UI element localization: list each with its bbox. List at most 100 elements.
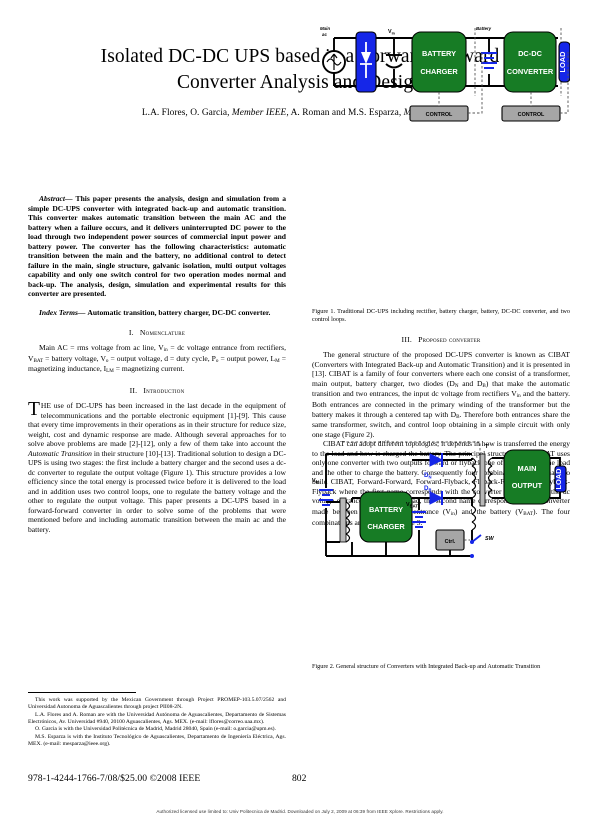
abstract-paragraph: Abstract— This paper presents the analys… (28, 194, 286, 299)
sub-vo: o (105, 357, 109, 364)
fig2-secondary-coil-core (339, 497, 347, 543)
abstract-body: This paper presents the analysis, design… (28, 194, 286, 299)
nomenclature-text-f: = magnetizing inductance, I (28, 353, 286, 374)
footnote-funding: This work was supported by the Mexican G… (28, 697, 286, 711)
sub-dn: N (454, 382, 459, 389)
fig2-sw-label: SW (485, 536, 495, 542)
transformer-primary-coil-icon (471, 457, 477, 531)
section-heading-nomenclature: I.Nomenclature (28, 328, 286, 338)
introduction-paragraph: THE use of DC-UPS has been increased in … (28, 398, 286, 534)
ac-arrow-icon (330, 53, 338, 70)
fig2-output-wires (492, 457, 561, 499)
sub-lm: M (275, 357, 280, 364)
section-number-3: III. (401, 335, 413, 345)
dcdc-converter-block (503, 31, 557, 93)
fig1-battery-label: Battery (476, 26, 492, 31)
sub-ilm: LM (106, 368, 114, 375)
member-ieee-1: Member IEEE (231, 108, 287, 119)
fig2-bc-leads (352, 497, 387, 556)
load-label-fig1: LOAD (558, 51, 567, 73)
transformer-core (479, 453, 486, 507)
nomenclature-paragraph: Main AC = rms voltage from ac line, Vin … (28, 343, 286, 375)
control-label-1: CONTROL (426, 112, 453, 118)
sub-vin-4: in (450, 511, 455, 518)
fig2-bc-label-1: BATTERY (369, 505, 403, 514)
nomenclature-text-a: Main AC = rms voltage from ac line, V (39, 343, 164, 353)
proposed-p1-b: and D (458, 378, 483, 388)
proposed-p1-a: The general structure of the proposed DC… (312, 350, 570, 388)
fig2-left-coil-leads (326, 498, 353, 556)
nomenclature-text-d: = output voltage, d = duty cycle, P (108, 353, 216, 363)
nomenclature-text-g: = magnetizing current. (113, 364, 185, 374)
figure2: Vin DN DB BATTERY CHARGER (312, 436, 570, 564)
transformer-secondary-coil-icon (487, 457, 493, 499)
section-number-1: I. (128, 328, 134, 338)
figure1-diagram: Main ac Vin BATTERY CHARGER (320, 26, 570, 122)
authors-part-1: L.A. Flores, O. Garcia, (141, 108, 232, 119)
load-block-fig2 (554, 465, 567, 493)
main-output-label-2: OUTPUT (512, 481, 543, 490)
db-diode-icon (429, 491, 444, 505)
footnote-author-2: O. Garcia is with the Universidad Polité… (35, 726, 276, 733)
battery-charger-label-1: BATTERY (422, 49, 456, 58)
footer-license-notice: Authorized licensed use limited to: Univ… (156, 809, 444, 814)
sub-db: B (482, 382, 486, 389)
battery-symbol-icon (481, 52, 497, 69)
figure2-caption: Figure 2. General structure of Converter… (312, 663, 541, 671)
fig1-vin-label: Vin (388, 29, 396, 35)
dn-diode-icon (429, 453, 444, 467)
diode-bar-icon (360, 42, 372, 78)
proposed-paragraph-1: The general structure of the proposed DC… (312, 350, 570, 439)
section-title-3: Proposed converter (418, 335, 481, 345)
sub-po: o (215, 357, 219, 364)
figure1-spacer (312, 194, 570, 302)
intro-text-a: HE use of DC-UPS has been increased in t… (28, 400, 286, 449)
figure1-caption: Figure 1. Traditional DC-UPS including r… (312, 308, 570, 324)
load-block-fig1 (558, 41, 570, 83)
fig1-feedback-lines (438, 52, 569, 114)
right-column: Figure 1. Traditional DC-UPS including r… (312, 194, 570, 671)
dcdc-label-1: DC-DC (518, 49, 542, 58)
section-title-2: Introduction (143, 386, 185, 396)
dcdc-label-2: CONVERTER (507, 67, 554, 76)
paper-page: Isolated DC-DC UPS based in a Forward-Fo… (0, 26, 600, 820)
battery-charger-block-fig2 (359, 491, 413, 543)
fig2-vin-label: Vin (312, 478, 320, 485)
sub-vin: in (163, 347, 168, 354)
nomenclature-text-b: = dc voltage entrance from rectifiers, V (28, 343, 286, 363)
authors-part-2: , A. Roman and M.S. Esparza, (286, 108, 404, 119)
sub-vbat-2: BAT (523, 511, 533, 518)
footnote-author-1: L.A. Flores and A. Roman are with the Un… (28, 711, 286, 726)
footnote-author-3: M.S. Esparza is with the Instituto Tecno… (28, 733, 286, 748)
footnote-rule (28, 692, 136, 693)
proposed-p1-e: . Therefore both entrances share the sam… (312, 409, 571, 439)
fig2-dn-label: DN (424, 472, 432, 479)
figure1: Main ac Vin BATTERY CHARGER (312, 22, 570, 130)
sub-vbat: BAT (33, 357, 44, 364)
intro-text-b: in their structure [10]-[13]. Traditiona… (28, 448, 286, 534)
vin-battery-symbol-icon (319, 489, 333, 506)
abstract-heading: Abstract— (39, 194, 73, 203)
nomenclature-text-c: = battery voltage, V (43, 353, 106, 363)
control-label-2: CONTROL (518, 112, 545, 118)
switch-node-bottom-icon (470, 554, 474, 558)
fig2-bc-label-2: CHARGER (367, 522, 405, 531)
diode-triangle-icon (361, 52, 371, 64)
left-column: Abstract— This paper presents the analys… (28, 194, 286, 534)
ctrl-label: Ctrl. (445, 539, 456, 545)
sub-db-2: B (456, 413, 460, 420)
section-heading-introduction: II. Introduction (28, 386, 286, 396)
main-output-label-1: MAIN (518, 464, 537, 473)
index-terms-heading: Index Terms— (39, 307, 86, 317)
fig1-main-label-2: ac (322, 32, 327, 37)
proposed-p2-c: ) and the battery (V (454, 507, 524, 517)
vbat-symbol-icon (412, 511, 426, 528)
section-number-2: II. (129, 386, 138, 396)
fig1-main-label-1: Main (320, 26, 330, 31)
intro-italic-term: Automatic Transition (28, 448, 92, 458)
proposed-p1-d: and the battery. Both entrances are conn… (312, 389, 570, 419)
fig1-cap1-plate-bot (385, 63, 403, 69)
footer-isbn: 978-1-4244-1766-7/08/$25.00 ©2008 IEEE (28, 773, 201, 784)
main-output-block (503, 449, 551, 505)
sub-vin-2: in (516, 393, 521, 400)
